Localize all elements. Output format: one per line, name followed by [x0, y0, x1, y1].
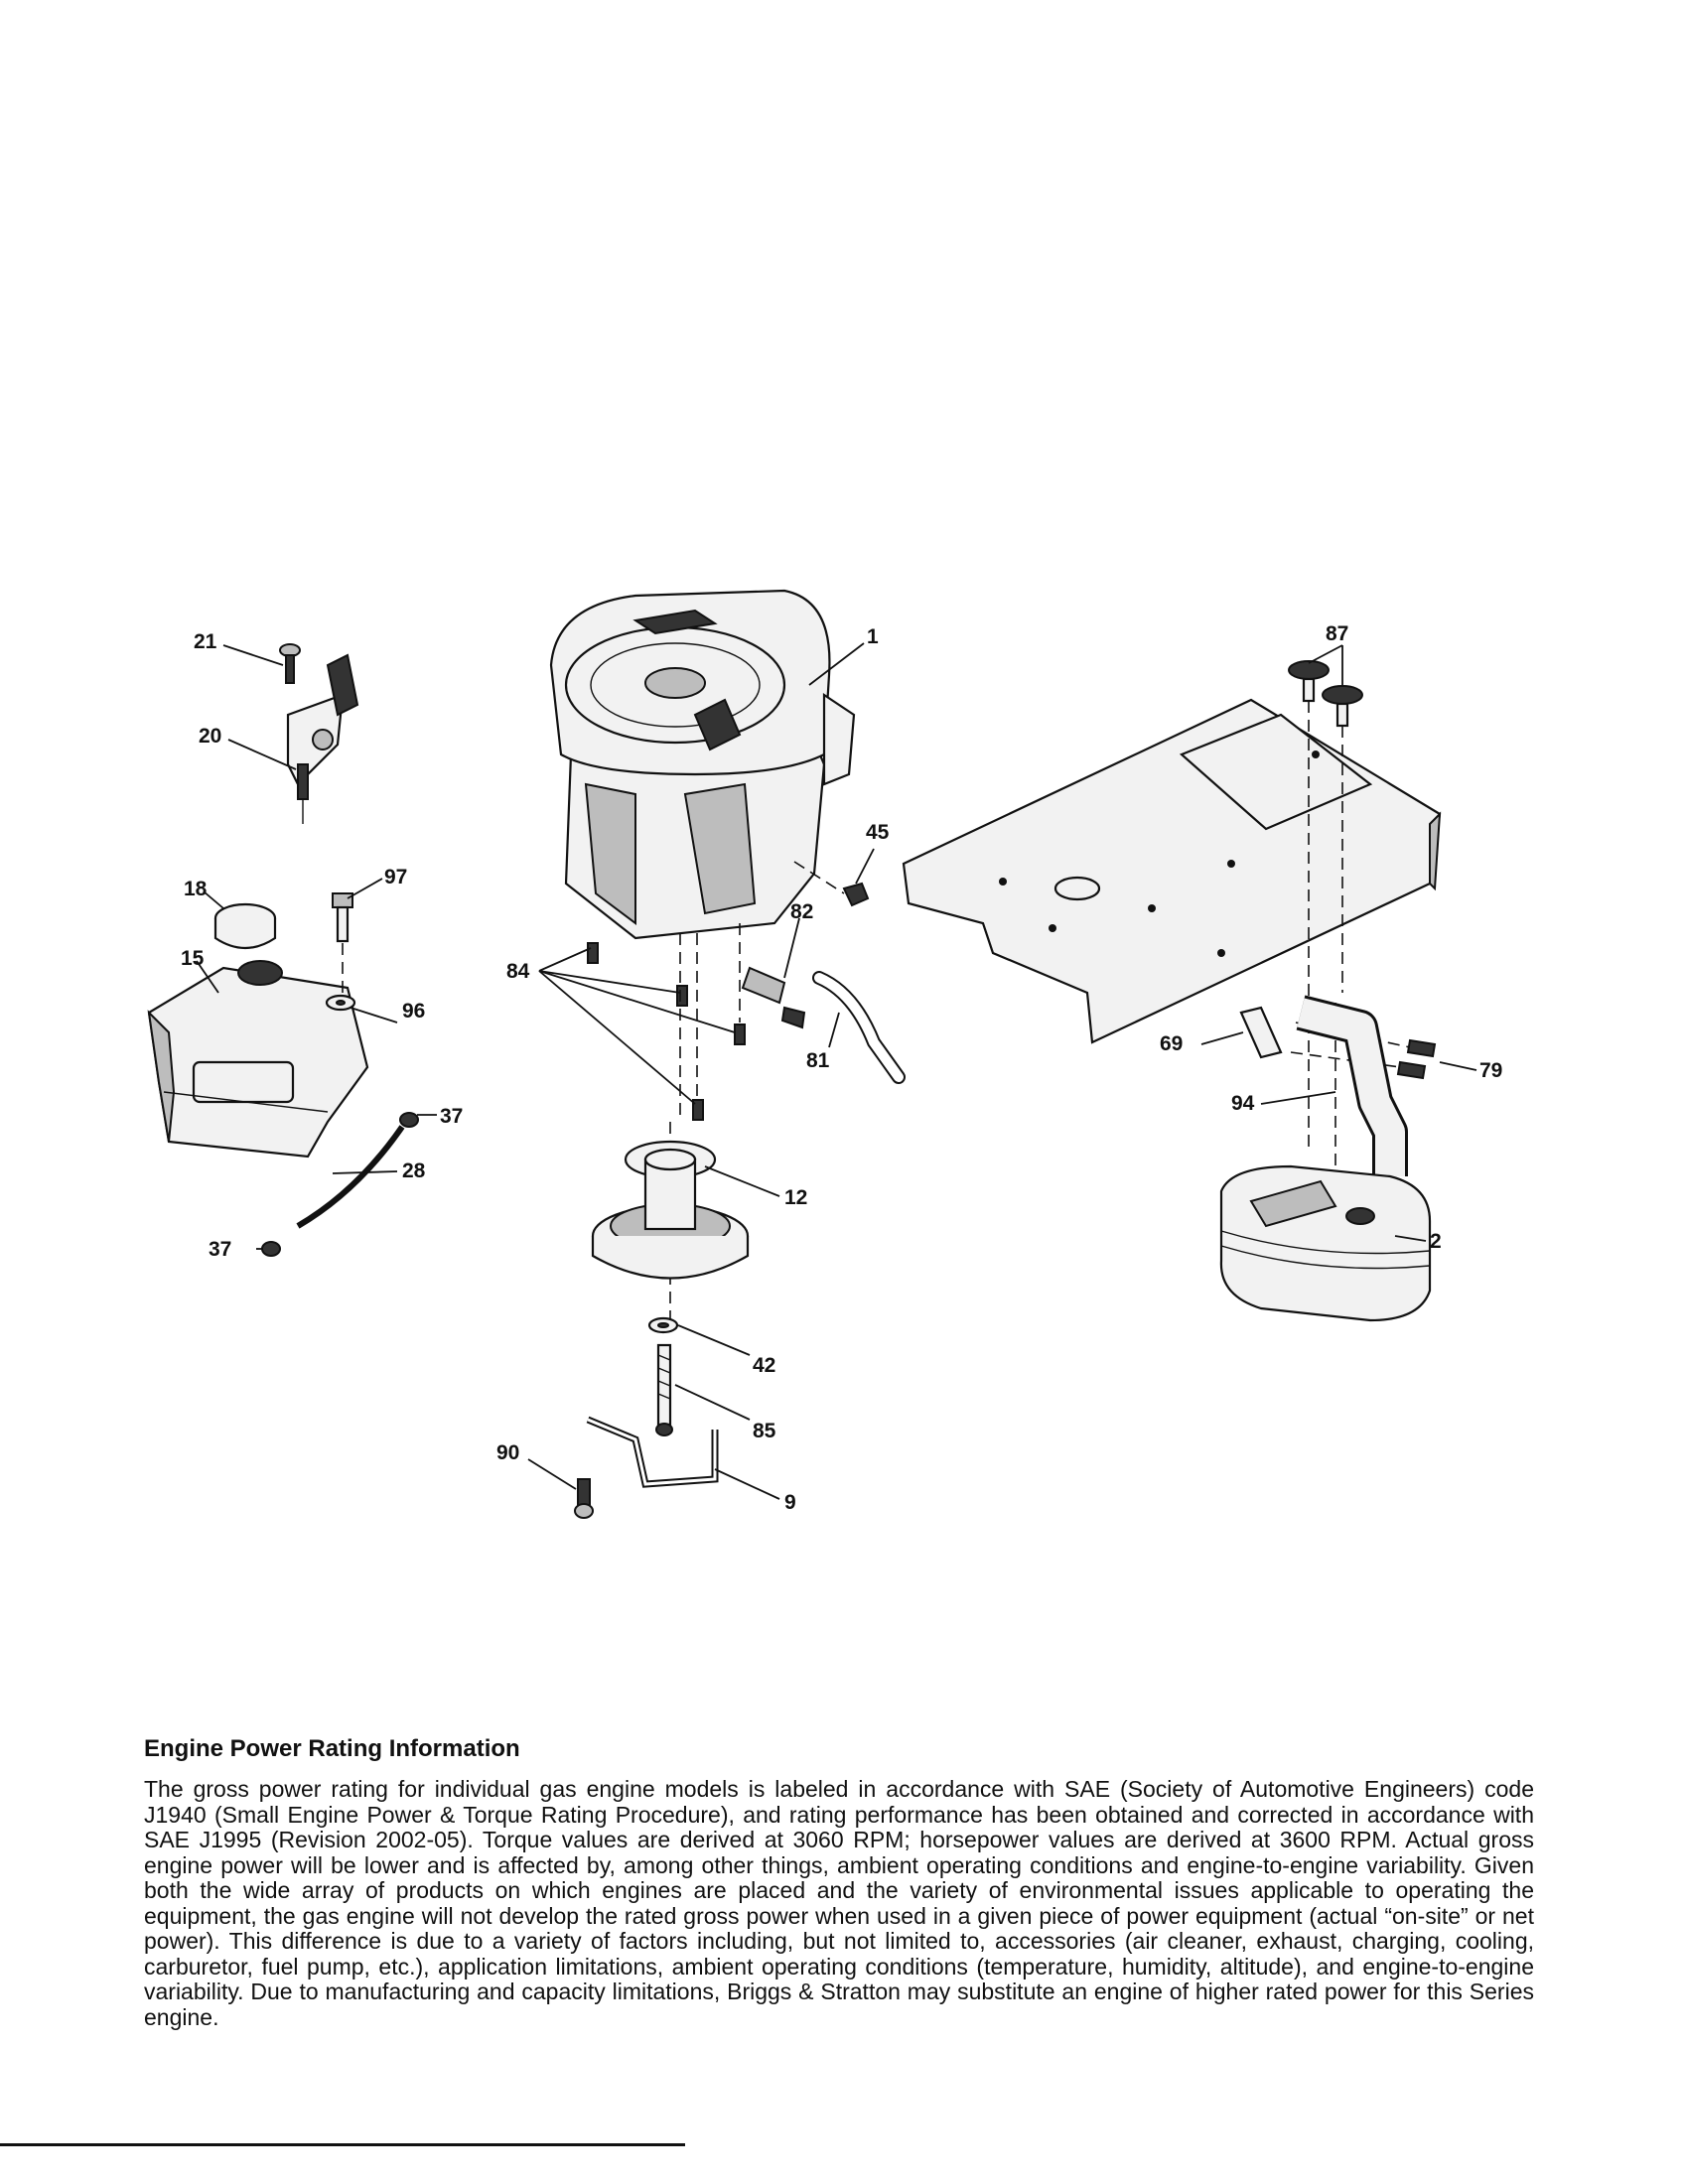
label-96: 96 — [402, 1000, 425, 1023]
label-42: 42 — [753, 1354, 775, 1377]
bolt-97 — [332, 892, 353, 993]
label-97: 97 — [384, 866, 407, 888]
label-45: 45 — [866, 821, 890, 844]
label-85: 85 — [753, 1420, 776, 1442]
label-94: 94 — [1231, 1092, 1255, 1115]
washer-96 — [325, 994, 356, 1012]
label-2: 2 — [1430, 1230, 1442, 1253]
clamp-37-lower — [261, 1241, 281, 1257]
washer-42 — [647, 1316, 679, 1334]
muffler — [1219, 1164, 1432, 1322]
fuel-line — [296, 1125, 405, 1229]
label-79: 79 — [1479, 1059, 1502, 1082]
bolt-90 — [574, 1478, 594, 1519]
label-20: 20 — [199, 725, 221, 748]
label-12: 12 — [784, 1186, 807, 1209]
throttle-control — [286, 653, 359, 824]
label-81: 81 — [806, 1049, 830, 1072]
label-18: 18 — [184, 878, 208, 900]
label-1: 1 — [867, 625, 879, 648]
label-37-upper: 37 — [440, 1105, 463, 1128]
engine-power-rating-section: Engine Power Rating Information The gros… — [144, 1735, 1534, 2030]
engine-parts-diagram: 21 20 97 18 15 96 37 28 37 1 45 82 84 81… — [147, 589, 1502, 1519]
label-87: 87 — [1326, 622, 1348, 645]
label-69: 69 — [1160, 1032, 1183, 1055]
knobs-87 — [1288, 660, 1363, 728]
label-84: 84 — [506, 960, 530, 983]
exhaust-pipe-94-inner — [1297, 998, 1405, 1176]
engine — [549, 589, 856, 940]
bracket-9-inner — [587, 1418, 717, 1486]
pulley — [591, 1140, 750, 1280]
label-90: 90 — [496, 1441, 519, 1464]
fuel-filter — [741, 966, 806, 1029]
label-21: 21 — [194, 630, 217, 653]
fuel-cap — [213, 902, 277, 949]
frame-plate — [902, 698, 1442, 1044]
label-9: 9 — [784, 1491, 796, 1514]
bolts-79 — [1396, 1038, 1437, 1080]
bracket-9 — [586, 1416, 719, 1488]
leader-lines — [196, 642, 1477, 1500]
gasket-69 — [1239, 1006, 1283, 1059]
section-body: The gross power rating for individual ga… — [144, 1776, 1534, 2030]
label-82: 82 — [790, 900, 813, 923]
fuel-tank — [147, 960, 369, 1159]
label-28: 28 — [402, 1160, 426, 1182]
nut-45 — [842, 882, 870, 907]
bolt-85 — [655, 1343, 673, 1436]
screw-21 — [279, 643, 301, 684]
engine-screws-84 — [587, 942, 746, 1121]
bottom-rule — [0, 2143, 685, 2146]
hose-81-inner — [814, 973, 904, 1082]
callout-labels: 21 20 97 18 15 96 37 28 37 1 45 82 84 81… — [181, 622, 1502, 1514]
label-15: 15 — [181, 947, 205, 970]
section-title: Engine Power Rating Information — [144, 1735, 520, 1762]
clamp-37-upper — [399, 1112, 419, 1128]
label-37-lower: 37 — [209, 1238, 231, 1261]
